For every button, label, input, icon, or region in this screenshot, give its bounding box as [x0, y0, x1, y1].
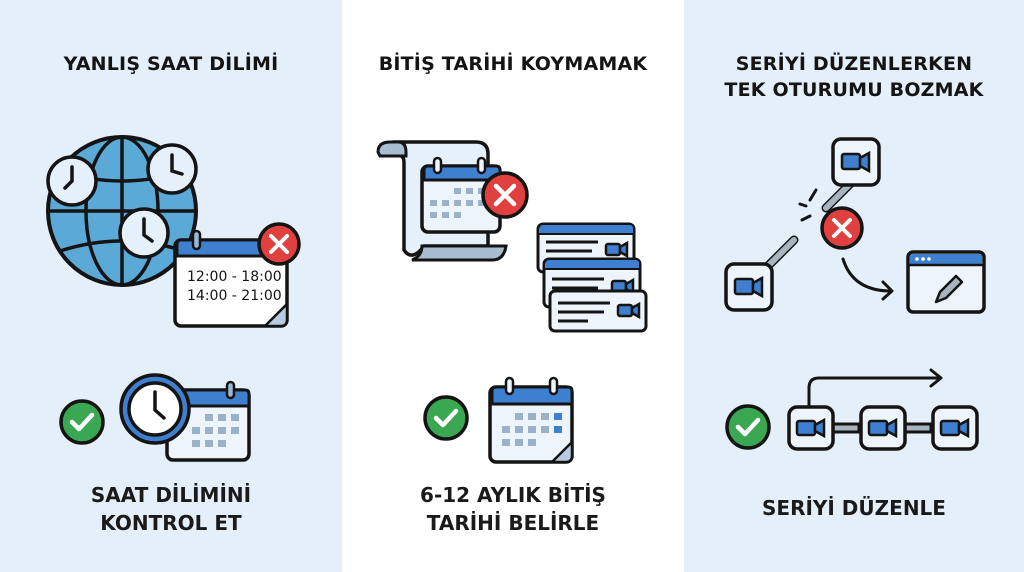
video-camera-icon [931, 405, 979, 451]
caption-line-1: SERİYİ DÜZENLE [762, 496, 946, 520]
error-x-icon [820, 206, 864, 250]
meeting-window-icon [548, 289, 648, 333]
clock-icon [119, 373, 191, 445]
calendar-icon [488, 376, 574, 464]
caption-line-2: TARİHİ BELİRLE [426, 511, 600, 535]
panel-breaking-single-session: SERİYİ DÜZENLERKEN TEK OTURUMU BOZMAK [684, 0, 1024, 572]
panel-title: BİTİŞ TARİHİ KOYMAMAK [378, 53, 648, 75]
clock-icon [146, 143, 198, 195]
caption-line-1: SAAT DİLİMİNİ [90, 483, 252, 507]
panel-no-end-date: BİTİŞ TARİHİ KOYMAMAK [342, 0, 684, 572]
calendar-icon [420, 156, 502, 234]
caption-line-2: KONTROL ET [100, 511, 242, 535]
panel-title-line-2: TEK OTURUMU BOZMAK [724, 79, 984, 101]
caption-line-1: 6-12 AYLIK BİTİŞ [420, 483, 606, 507]
video-camera-icon [724, 262, 774, 312]
calendar-icon [165, 380, 251, 462]
calendar-time-2: 14:00 - 21:00 [187, 288, 282, 304]
video-camera-icon [831, 137, 881, 187]
arrow-icon [841, 257, 894, 301]
check-icon [725, 404, 771, 450]
clock-icon [46, 155, 98, 207]
video-camera-icon [787, 405, 835, 451]
check-icon [423, 395, 469, 441]
video-camera-icon [859, 405, 907, 451]
clock-icon [118, 207, 170, 259]
panel-title: YANLIŞ SAAT DİLİMİ [63, 53, 279, 75]
edit-window-icon [906, 250, 986, 314]
panel-title-line-1: SERİYİ DÜZENLERKEN [735, 53, 973, 75]
check-icon [59, 399, 105, 445]
error-x-icon [481, 171, 529, 219]
panel-wrong-timezone: YANLIŞ SAAT DİLİMİ 12:00 - 18:00 14:00 -… [0, 0, 342, 572]
error-x-icon [257, 222, 301, 266]
calendar-time-1: 12:00 - 18:00 [187, 269, 282, 285]
